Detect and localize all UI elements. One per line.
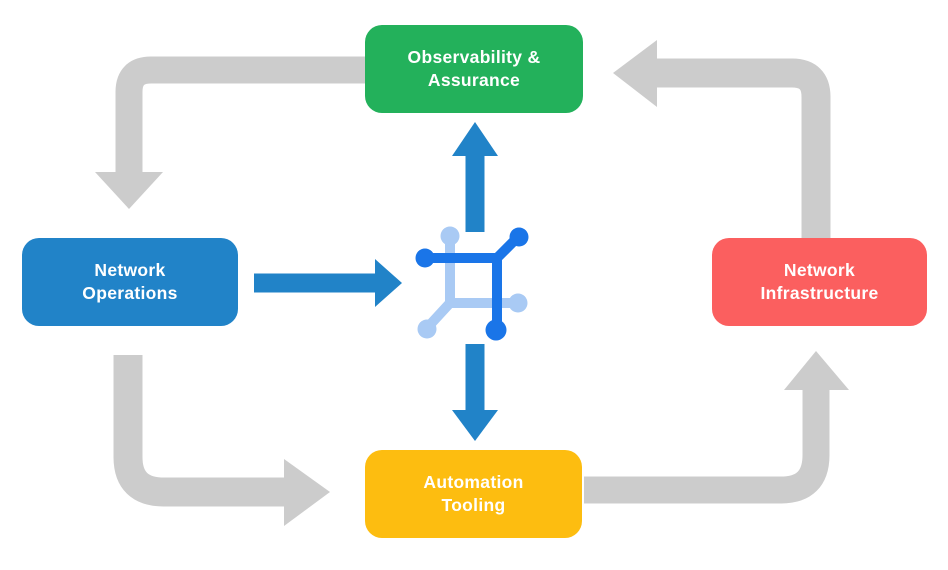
network-hub-icon-node	[508, 293, 528, 313]
network-hub-icon-node	[415, 248, 435, 268]
arrow-operations-to-automation	[113, 355, 286, 507]
blue-center-arrows	[254, 122, 498, 441]
arrow-automation-to-infrastructure	[584, 389, 830, 504]
node-label: Automation Tooling	[423, 472, 524, 515]
node-label: Network Infrastructure	[760, 260, 879, 303]
node-observability-assurance: Observability & Assurance	[365, 25, 583, 113]
arrow-observability-to-operations	[115, 56, 366, 174]
arrow-center-to-automation-head-icon	[452, 410, 498, 441]
arrow-infrastructure-to-observability	[655, 58, 831, 240]
network-hub-icon-node	[440, 226, 460, 246]
arrow-operations-to-automation-head-icon	[284, 459, 330, 526]
network-hub-icon-node	[509, 227, 529, 247]
gray-cycle-arrows	[95, 40, 849, 526]
network-hub-icon	[415, 226, 529, 341]
arrow-infrastructure-to-observability-head-icon	[613, 40, 657, 107]
node-network-operations: Network Operations	[22, 238, 238, 326]
network-hub-icon-dark-lines	[425, 233, 522, 329]
node-network-infrastructure: Network Infrastructure	[712, 238, 927, 326]
arrow-automation-to-infrastructure-head-icon	[784, 351, 849, 390]
arrow-operations-to-center-head-icon	[375, 259, 402, 307]
arrow-observability-to-operations-head-icon	[95, 172, 163, 209]
node-label: Network Operations	[82, 260, 178, 303]
node-automation-tooling: Automation Tooling	[365, 450, 582, 538]
arrow-center-to-observability-head-icon	[452, 122, 498, 156]
network-hub-icon-node	[485, 319, 507, 341]
network-hub-icon-node	[417, 319, 437, 339]
node-label: Observability & Assurance	[407, 47, 541, 90]
